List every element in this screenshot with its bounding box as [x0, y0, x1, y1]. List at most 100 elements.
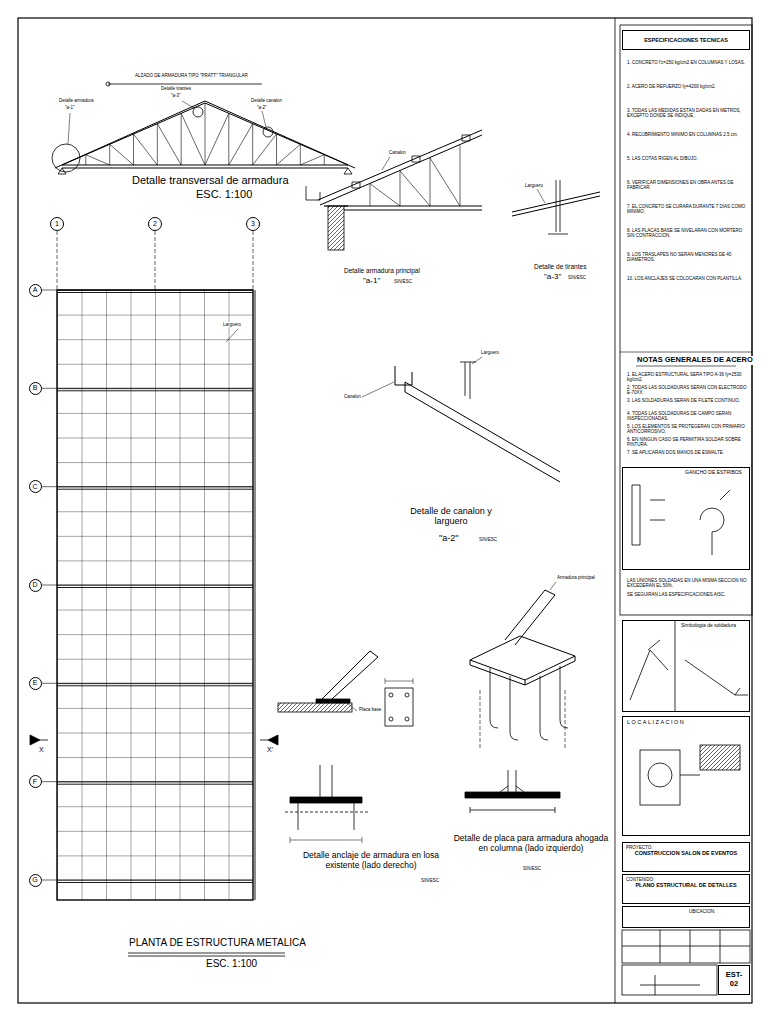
- title-block-cells: [622, 930, 750, 963]
- node-text: GANCHO DE ESTRIBOS: [685, 470, 746, 476]
- sheet-frame: [18, 18, 752, 1003]
- truss-webs: [370, 145, 460, 206]
- plate-section: [470, 770, 555, 813]
- callout-label: Detalle tirantes: [160, 86, 192, 91]
- scale-note: SIN/ESC: [420, 878, 440, 883]
- location-sketch: [680, 775, 700, 776]
- title-block-cells: [622, 965, 717, 995]
- axis-bubble: D: [29, 579, 42, 592]
- tie-rod: [548, 180, 568, 234]
- column-outline: [480, 690, 565, 750]
- axis-bubble: E: [29, 677, 42, 690]
- part-label: Larguero: [480, 350, 500, 355]
- part-label: Canalon: [388, 150, 407, 155]
- node-text: PLANO ESTRUCTURAL DE DETALLES: [626, 882, 746, 888]
- steel-note: SE SEGUIRAN LAS ESPECIFICACIONES AISC.: [626, 592, 748, 597]
- node-text: CONSTRUCCION SALON DE EVENTOS: [626, 850, 746, 856]
- scale-note: ESC. 1:100: [195, 188, 253, 201]
- stirrup-hook: [632, 485, 730, 555]
- plate-plan: [385, 688, 413, 726]
- node-text: E: [33, 679, 38, 687]
- detail-callout: [52, 144, 80, 172]
- spec-note: 6. VERIFICAR DIMENSIONES EN OBRA ANTES D…: [626, 180, 748, 190]
- node-text: CONTENIDO:: [626, 877, 746, 882]
- scale-note: SIN/ESC: [567, 275, 587, 280]
- section-marker: [30, 735, 278, 745]
- title-block-cells: [622, 930, 750, 963]
- truss-chords: [318, 130, 482, 210]
- truss-member: [322, 651, 378, 699]
- truss-webs: [86, 103, 324, 165]
- steel-note: LAS UNIONES SOLDADAS EN UNA MISMA SECCIO…: [626, 578, 748, 588]
- panel-divider: [615, 18, 616, 1003]
- roof-plan-grid: [57, 290, 253, 900]
- scale-note: SIN/ESC: [522, 866, 542, 871]
- part-label: Canalon: [343, 394, 362, 399]
- part-label: Larguero: [222, 322, 242, 327]
- gutter-section: [306, 186, 320, 200]
- scale-bar: [640, 975, 700, 995]
- axis-bubble: 3: [246, 217, 260, 231]
- location-sketch: [640, 750, 680, 805]
- leader-line: [347, 703, 357, 711]
- title-block-cell: PROYECTO:CONSTRUCCION SALON DE EVENTOS: [622, 842, 750, 872]
- spec-note: 7. EL CONCRETO SE CURARA DURANTE 7 DIAS …: [626, 204, 748, 214]
- part-label: Placa base: [358, 707, 382, 712]
- callout-number: "a-2": [256, 105, 268, 110]
- title-block-cell: UBICACION:: [622, 906, 750, 928]
- steel-note: 4. TODAS LAS SOLDADURAS DE CAMPO SERAN I…: [626, 411, 748, 421]
- truss-member: [505, 590, 555, 645]
- base-plate: [290, 797, 362, 803]
- steel-note: 2. TODAS LAS SOLDADURAS SERAN CON ELECTR…: [626, 385, 748, 395]
- node-text: G: [32, 876, 37, 884]
- detail-title: Detalle de placa para armadura ahogada e…: [450, 834, 612, 854]
- scale-note: ESC. 1:100: [205, 958, 258, 970]
- detail-title: Detalle de tirantes: [533, 263, 587, 270]
- existing-slab: [278, 703, 352, 712]
- leader-line: [550, 582, 556, 590]
- purlin-section: [460, 362, 476, 399]
- node-text: LOCALIZACION: [627, 719, 746, 725]
- leader-line: [382, 157, 390, 170]
- detail-panel: GANCHO DE ESTRIBOS: [622, 467, 750, 570]
- spec-note: 2. ACERO DE REFUERZO fy=4200 kg/cm2.: [626, 84, 748, 89]
- location-sketch: [648, 763, 672, 787]
- detail-callout: [193, 107, 203, 117]
- leader-line: [537, 189, 545, 203]
- scale-note: SIN/ESC: [478, 537, 498, 542]
- spec-note: 4. RECUBRIMIENTO MINIMO EN COLUMNAS 2.5 …: [626, 132, 748, 137]
- node-text: D: [32, 581, 37, 589]
- dimension-line: [290, 837, 362, 843]
- callout-number: "a-3": [170, 93, 182, 98]
- node-text: ESPECIFICACIONES TECNICAS: [626, 37, 746, 43]
- node-text: F: [33, 778, 37, 786]
- anchor-rods: [298, 765, 354, 830]
- axis-bubble: C: [29, 480, 42, 493]
- main-truss-lines: [57, 290, 255, 900]
- leader-line: [68, 101, 266, 144]
- node-text: 1: [55, 220, 59, 228]
- title-marker: [106, 82, 110, 86]
- detail-callout: [263, 127, 273, 137]
- dimension-line: [385, 678, 413, 684]
- spec-note: 9. LOS TRASLAPES NO SERAN MENORES DE 40 …: [626, 252, 748, 262]
- truss-chords: [55, 101, 355, 168]
- spec-note: 1. CONCRETO f'c=250 kg/cm2 EN COLUMNAS Y…: [626, 60, 748, 65]
- purlin-section: [352, 135, 470, 188]
- detail-title: Detalle armadura principal: [343, 267, 421, 274]
- callout-number: "a-2": [438, 533, 459, 543]
- steel-note: 7. SE APLICARAN DOS MANOS DE ESMALTE.: [626, 450, 748, 455]
- detail-title: Detalle de canalon y larguero: [405, 506, 497, 527]
- notes-panel: [620, 25, 752, 615]
- spec-note: 10. LOS ANCLAJES SE COLOCARAN CON PLANTI…: [626, 276, 748, 281]
- axis-bubble: 1: [50, 217, 64, 231]
- weld-symbol-panel: Simbologia de soldadura: [622, 620, 750, 712]
- drawing-title: PLANTA DE ESTRUCTURA METALICA: [128, 937, 307, 949]
- title-block-cell: CONTENIDO:PLANO ESTRUCTURAL DE DETALLES: [622, 874, 750, 904]
- node-text: B: [33, 384, 38, 392]
- section-mark: X: [38, 746, 45, 754]
- node-text: 3: [251, 220, 255, 228]
- axis-bubble: G: [29, 874, 42, 887]
- axis-bubble: 2: [148, 217, 162, 231]
